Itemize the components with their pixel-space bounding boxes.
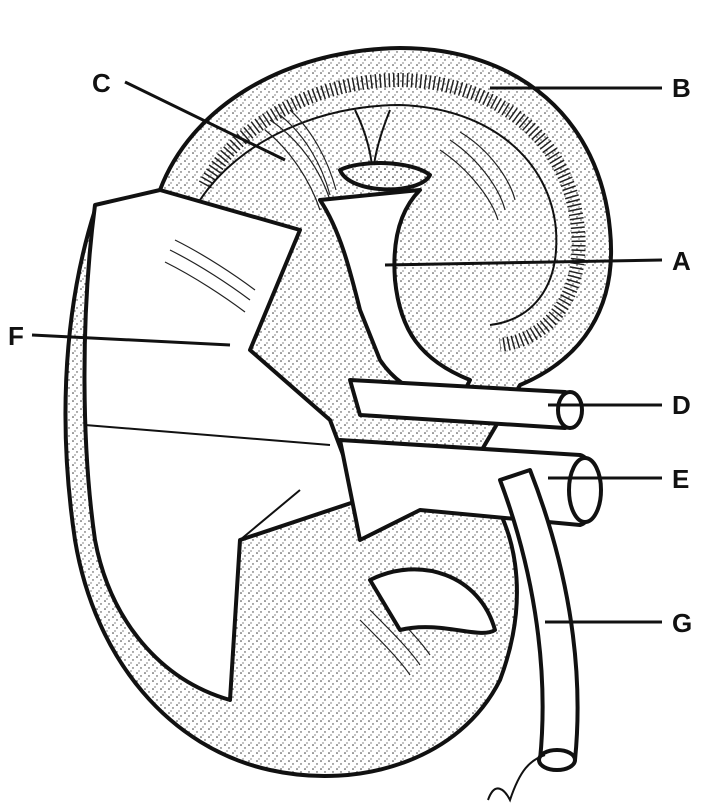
- label-e: E: [672, 464, 689, 494]
- label-g: G: [672, 608, 692, 638]
- label-d: D: [672, 390, 691, 420]
- label-c: C: [92, 68, 111, 98]
- artist-signature: [488, 755, 545, 800]
- label-a: A: [672, 246, 691, 276]
- label-f: F: [8, 321, 24, 351]
- label-b: B: [672, 73, 691, 103]
